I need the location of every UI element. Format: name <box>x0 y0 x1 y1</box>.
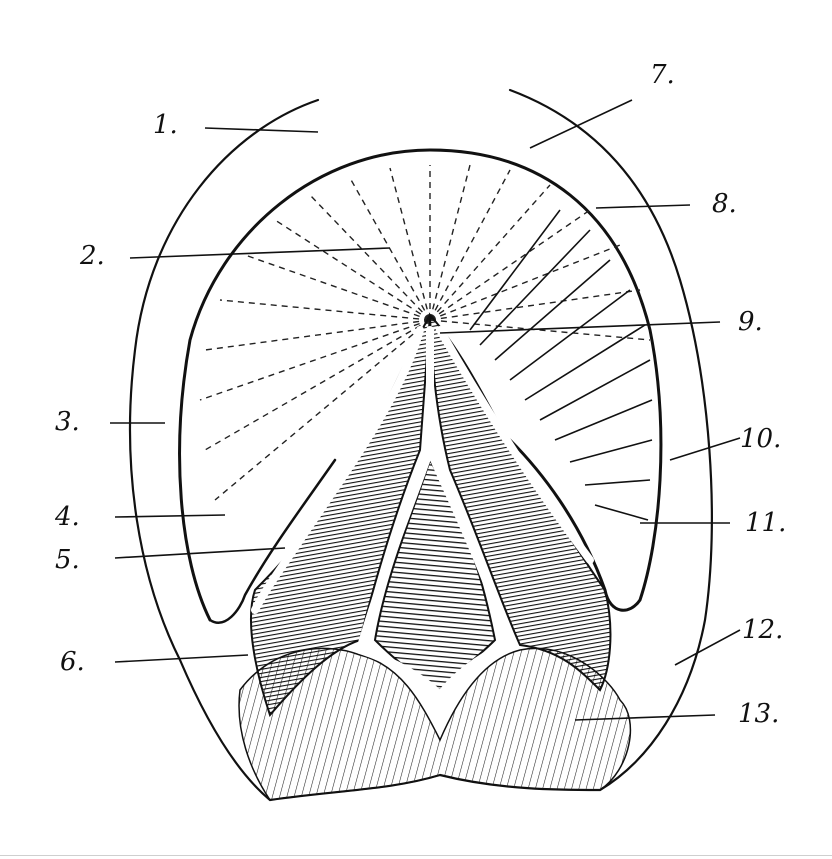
label-10: 10. <box>740 424 781 454</box>
label-13: 13. <box>738 699 779 729</box>
label-6: 6. <box>60 647 85 677</box>
label-5: 5. <box>55 545 80 575</box>
label-8: 8. <box>712 189 737 219</box>
bottom-rule <box>0 855 832 856</box>
label-3: 3. <box>55 407 80 437</box>
label-7: 7. <box>650 60 675 90</box>
label-9: 9. <box>738 307 763 337</box>
label-4: 4. <box>54 502 80 532</box>
label-12: 12. <box>742 615 783 645</box>
label-11: 11. <box>745 508 786 538</box>
label-2: 2. <box>79 241 105 271</box>
label-1: 1. <box>153 110 178 140</box>
